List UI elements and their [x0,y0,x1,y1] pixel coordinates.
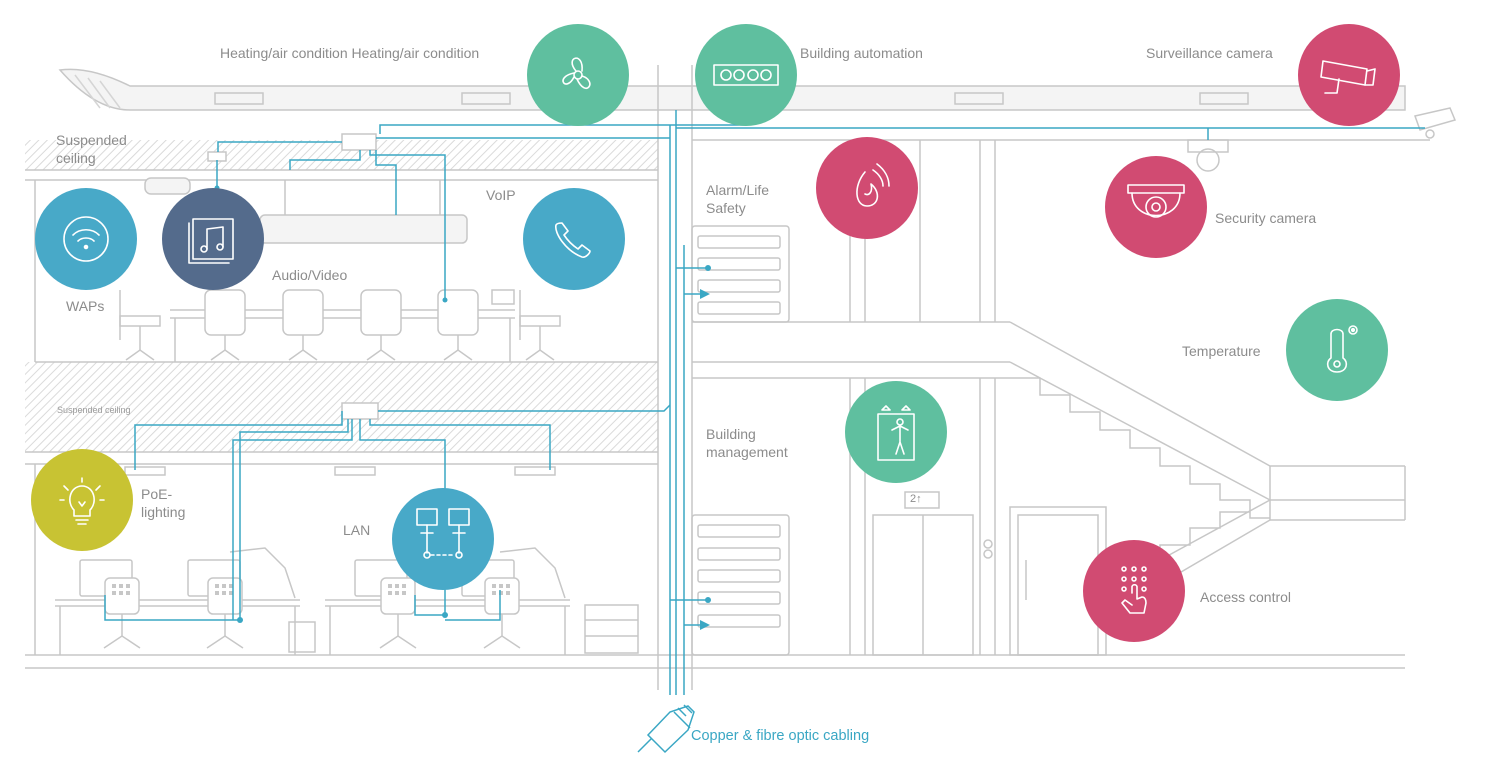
office-chair [206,577,244,649]
chair [119,290,161,361]
label-security-camera: Security camera [1215,210,1317,226]
keypad-icon [1083,540,1185,642]
music-icon [162,188,264,290]
automation-panel-icon [695,24,797,126]
elevator-floor-display: 2↑ [910,493,922,505]
security-camera-icon [1105,156,1207,258]
thermometer-icon [1286,299,1388,401]
label-suspended-ceiling-top: Suspended ceiling [56,132,127,166]
label-suspended-ceiling-bottom: Suspended ceiling [57,405,131,415]
phone-icon [523,188,625,290]
network-icon [392,488,494,590]
surveillance-camera-icon [1298,24,1400,126]
label-alarm: Alarm/Life Safety [706,182,770,216]
label-temperature: Temperature [1182,343,1261,359]
fire-icon [816,137,918,239]
office-chair [379,577,417,649]
label-heating: Heating/air condition Heating/air condit… [220,45,480,61]
label-surveillance-camera: Surveillance camera [1146,45,1273,61]
office-chair [483,577,521,649]
network-cabling [104,110,1425,695]
wifi-icon [35,188,137,290]
label-poe-lighting: PoE-lighting [141,486,186,520]
label-lan: LAN [343,522,371,538]
label-building-automation: Building automation [800,45,923,61]
label-audio-video: Audio/Video [272,267,348,283]
chair [204,289,246,361]
label-cabling: Copper & fibre optic cabling [691,728,870,744]
office-chair [103,577,141,649]
label-waps: WAPs [66,298,105,314]
cable-connectors [214,185,711,630]
lightbulb-icon [31,449,133,551]
icon-circles [31,24,1400,642]
chair [282,289,324,361]
chair [360,289,402,361]
fan-icon [527,24,629,126]
label-access-control: Access control [1200,589,1292,605]
elevator-icon [845,381,947,483]
label-building-management: Building management [706,426,788,460]
building-structure [25,65,1457,690]
chair [519,290,561,361]
label-voip: VoIP [486,187,516,203]
chair [437,289,479,361]
cable-plug-icon [637,704,695,754]
